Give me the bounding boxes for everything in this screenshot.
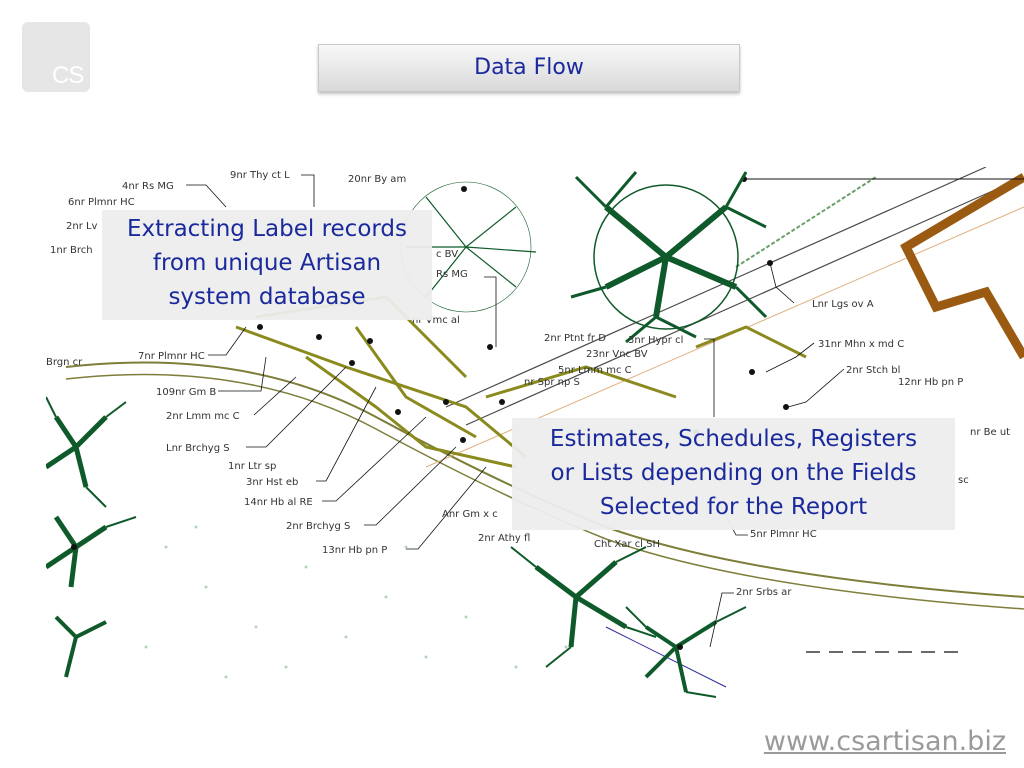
plan-label: 20nr By am [348, 174, 406, 185]
ground-speckle [144, 525, 568, 679]
plan-label: 31nr Mhn x md C [818, 339, 904, 350]
caption-line: from unique Artisan [152, 250, 382, 276]
plan-label: 2nr Srbs ar [736, 587, 792, 598]
plan-label: 6nr Plmnr HC [68, 197, 135, 208]
plan-label: Cht Xar cl SH [594, 539, 660, 550]
plan-label: nr Vmc al [412, 315, 460, 326]
title-bar: Data Flow [318, 44, 740, 92]
diagonal-line [445, 167, 987, 408]
plan-label: 3nr Hypr cl [628, 335, 683, 346]
property-boundary [900, 173, 1024, 360]
slide-title: Data Flow [474, 54, 584, 80]
plan-label: Lnr Brchyg S [166, 443, 230, 454]
tree [46, 396, 137, 678]
plan-label: 13nr Hb pn P [322, 545, 387, 556]
tree [570, 171, 768, 344]
plan-label: 23nr Vnc BV [586, 349, 648, 360]
diagonal-line [465, 184, 1007, 426]
plan-label: 5nr Lmm mc C [558, 365, 632, 376]
label-dots [71, 186, 789, 650]
plan-label: 2nr Lmm mc C [166, 411, 240, 422]
website-link[interactable]: www.csartisan.biz [763, 726, 1006, 757]
plan-label: 14nr Hb al RE [244, 497, 313, 508]
plan-label: Anr Gm x c [442, 509, 498, 520]
plan-label: 12nr Hb pn P [898, 377, 963, 388]
plan-label: 2nr Lv [66, 221, 98, 232]
caption-line: system database [168, 284, 366, 310]
caption-line: or Lists depending on the Fields [550, 460, 917, 486]
plan-label: 1nr Ltr sp [228, 461, 276, 472]
tree [625, 606, 747, 698]
plan-label: Lnr Lgs ov A [812, 299, 874, 310]
caption-report-outputs: Estimates, Schedules, Registers or Lists… [512, 418, 955, 530]
plan-label: Brgn cr [46, 357, 83, 368]
plan-label: 9nr Thy ct L [230, 170, 290, 181]
cs-logo: CS [22, 22, 90, 92]
plan-label: 2nr Stch bl [846, 365, 900, 376]
plan-label: 1nr Brch [50, 245, 93, 256]
hedge-zigzag [735, 176, 877, 268]
plan-label: nr Spr np S [524, 377, 580, 388]
caption-line: Selected for the Report [599, 494, 868, 520]
tree [510, 546, 657, 668]
plan-label: 2nr Ptnt fr D [544, 333, 606, 344]
plan-label: 5nr Plmnr HC [750, 529, 817, 540]
landscape-plan-image: 9nr Thy ct L 4nr Rs MG 6nr Plmnr HC 2nr … [46, 167, 1024, 702]
plan-label: 2nr Athy fl [478, 533, 530, 544]
plan-label-group: 9nr Thy ct L 4nr Rs MG 6nr Plmnr HC 2nr … [46, 170, 1010, 598]
plan-drawing: 9nr Thy ct L 4nr Rs MG 6nr Plmnr HC 2nr … [46, 167, 1024, 698]
plan-label: 2nr Brchyg S [286, 521, 350, 532]
plan-label: 109nr Gm B [156, 387, 216, 398]
caption-line: Estimates, Schedules, Registers [549, 426, 918, 452]
plan-label: 4nr Rs MG [122, 181, 174, 192]
logo-text: CS [52, 62, 84, 89]
plan-label: 7nr Plmnr HC [138, 351, 205, 362]
plan-label: sc [958, 475, 969, 486]
caption-line: Extracting Label records [126, 216, 408, 242]
plan-label: Rs MG [436, 269, 468, 280]
caption-extracting-labels: Extracting Label records from unique Art… [102, 210, 432, 320]
plan-label: 3nr Hst eb [246, 477, 298, 488]
plan-label: c BV [436, 249, 458, 260]
plan-label: nr Be ut [970, 427, 1010, 438]
leader-lines [186, 174, 845, 648]
